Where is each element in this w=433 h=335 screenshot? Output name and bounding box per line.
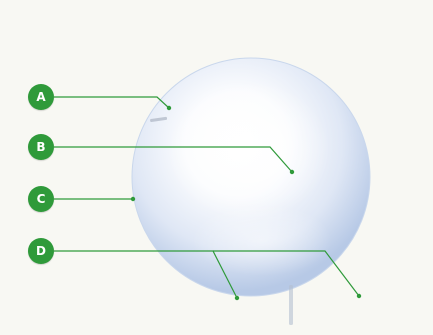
endpoint-dot-a [167,106,171,110]
label-marker-c: C [28,186,54,212]
leader-line-a [54,97,169,108]
endpoint-dot-c [131,197,135,201]
sphere-lower-glow [192,204,332,276]
endpoint-dot-b [290,170,294,174]
label-marker-a: A [28,84,54,110]
endpoint-dot-d-left [235,296,239,300]
label-marker-d: D [28,238,54,264]
label-marker-b: B [28,134,54,160]
sphere-highlight [166,80,330,220]
sphere-mark-lower [289,285,293,325]
endpoint-dot-d-right [357,294,361,298]
